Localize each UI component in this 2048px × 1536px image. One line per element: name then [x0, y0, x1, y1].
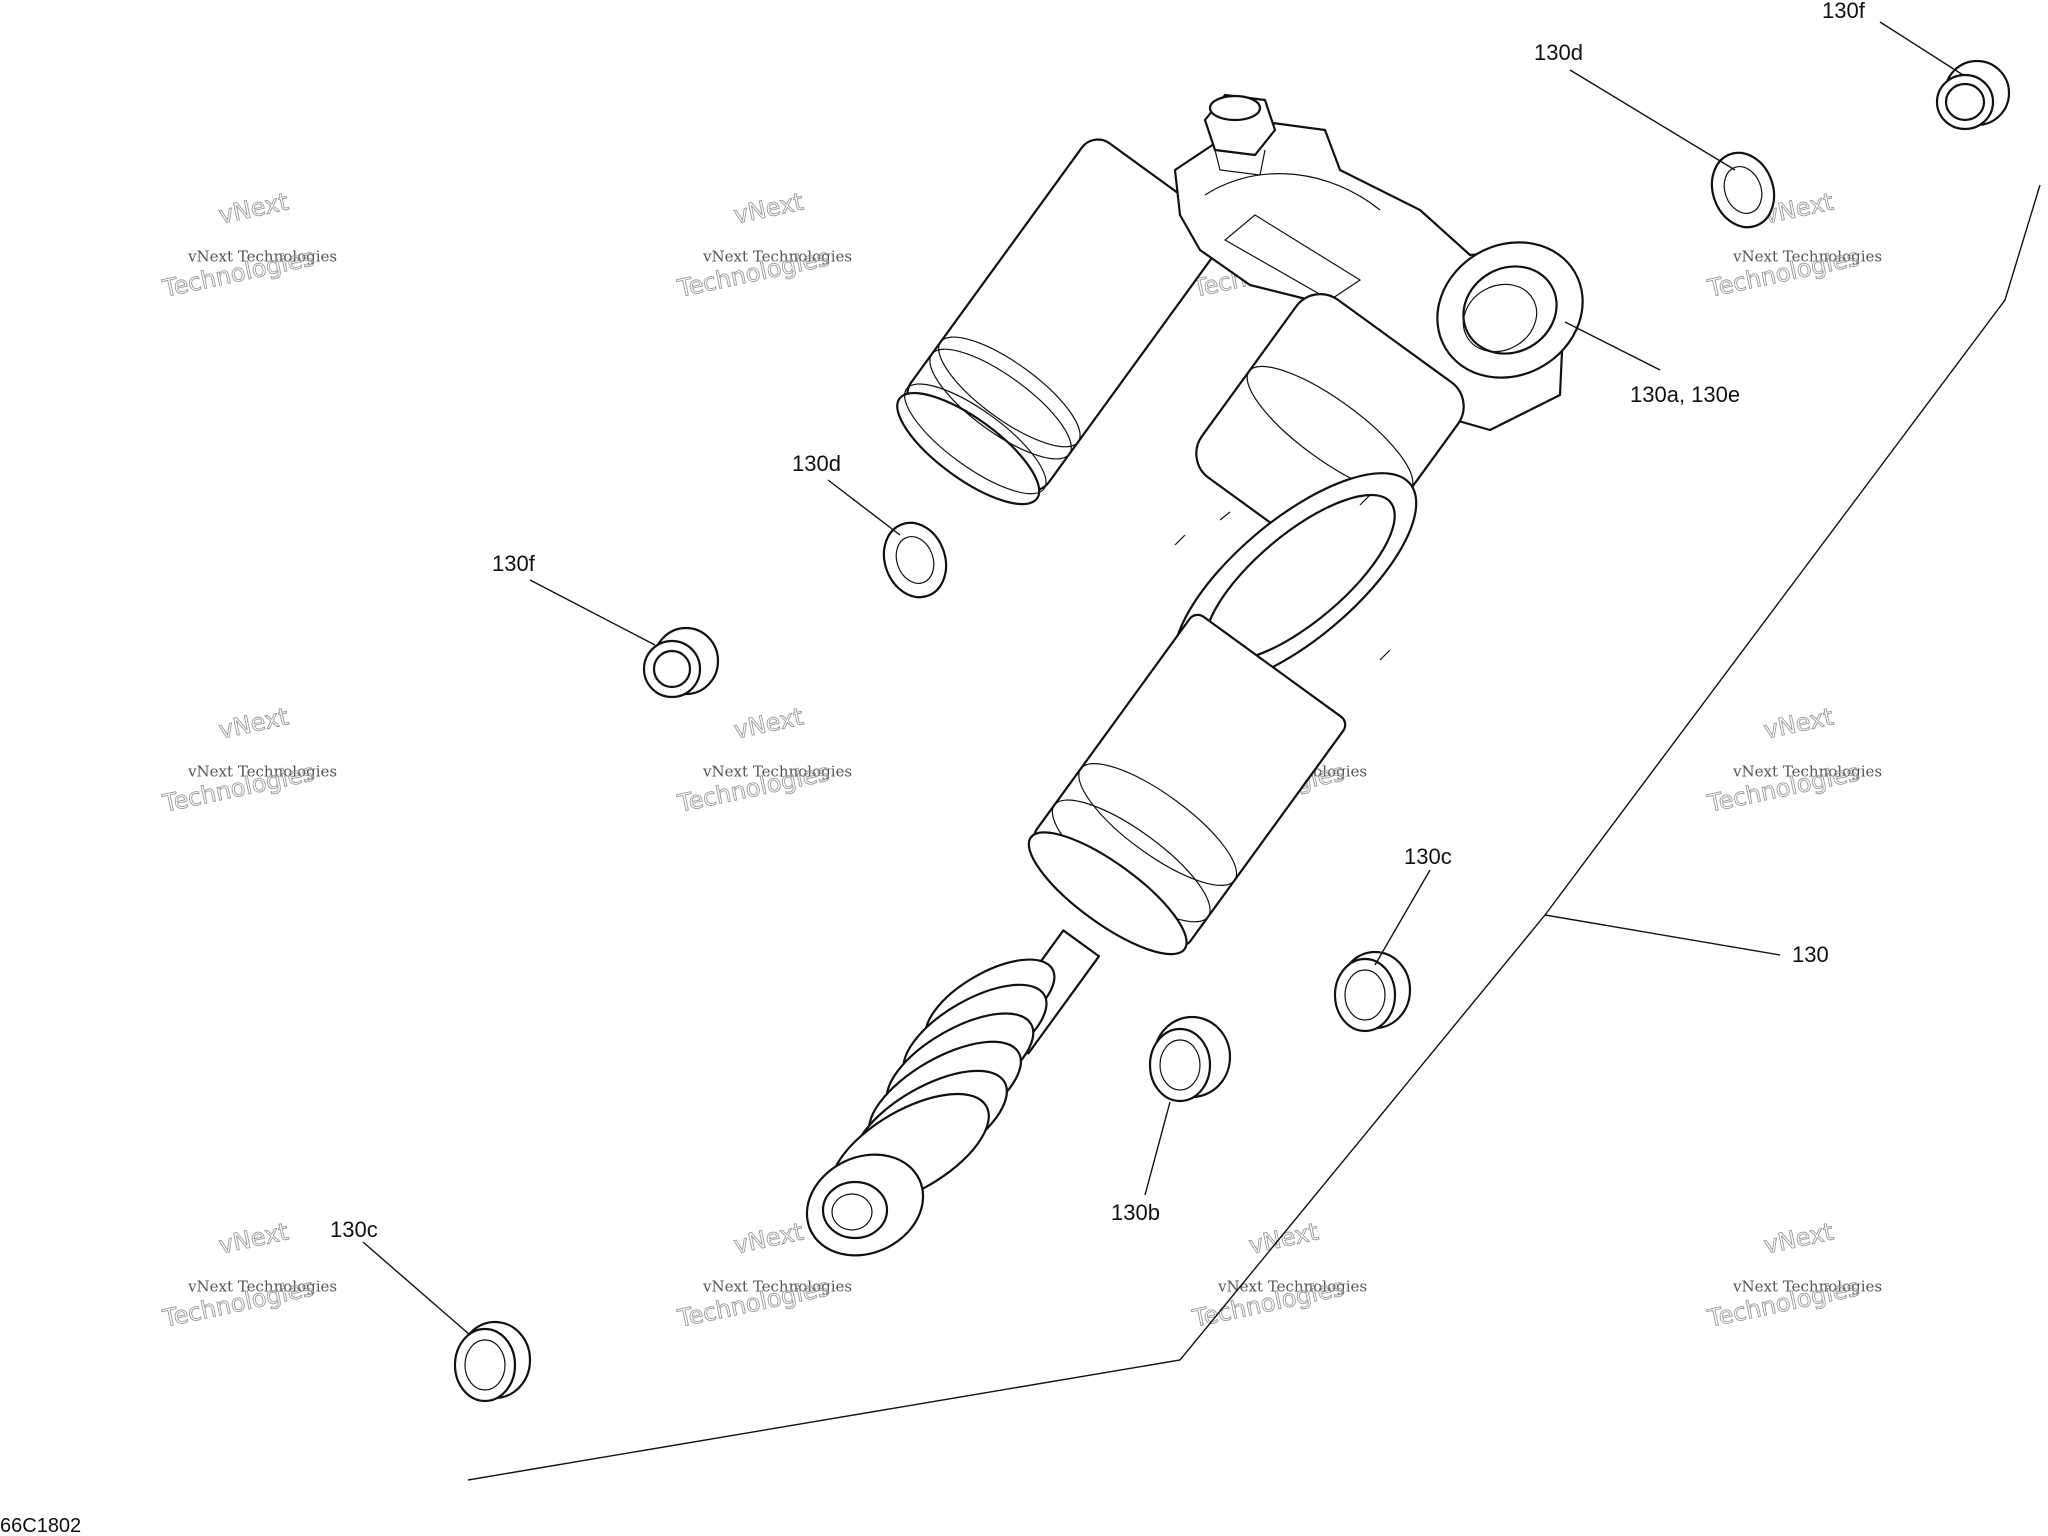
callout-130d-mid: 130d: [792, 451, 841, 476]
main-body: [1027, 613, 1347, 956]
watermark-line1: vNext: [216, 188, 290, 230]
watermark-line1: vNext: [216, 703, 290, 745]
lower-eye: [805, 1153, 925, 1257]
watermark-line1: vNext: [216, 1218, 290, 1260]
callout-130b: 130b: [1111, 1200, 1160, 1225]
spacer-130b: [1148, 1015, 1232, 1103]
bushing-130f-mid: [642, 626, 720, 699]
callout-130d-top: 130d: [1534, 40, 1583, 65]
washer-130d-mid: [882, 521, 948, 599]
reservoir-body: [896, 138, 1225, 506]
watermark-line2: vNext Technologies: [1217, 1277, 1367, 1295]
preload-ring: [1172, 472, 1418, 701]
watermark-line1: vNext: [1246, 1218, 1320, 1260]
watermark-line1: vNext: [731, 1218, 805, 1260]
bushing-130f-top: [1935, 59, 2011, 131]
shock-absorber: [805, 93, 1584, 1257]
watermark-line2: vNext Technologies: [702, 247, 852, 265]
watermark-line1: vNext: [731, 703, 805, 745]
watermark-line2: vNext Technologies: [187, 762, 337, 780]
watermark-line2: vNext Technologies: [1732, 247, 1882, 265]
adjuster-knob: [1203, 93, 1277, 176]
collar-130c-right: [1333, 950, 1412, 1033]
callout-130c-top: 130c: [1404, 844, 1452, 869]
callout-labels: 130f 130d 130a, 130e 130d 130f 130c 130 …: [330, 0, 1866, 1242]
washer-130d-top: [1710, 151, 1776, 229]
callout-130f-mid: 130f: [492, 551, 536, 576]
watermark-line2: vNext Technologies: [187, 247, 337, 265]
watermark-line1: vNext: [1761, 703, 1835, 745]
watermark-line2: vNext Technologies: [702, 762, 852, 780]
watermark-line1: vNext: [731, 188, 805, 230]
watermark-line1: vNext: [1761, 1218, 1835, 1260]
upper-eye: [1436, 241, 1584, 379]
leader-lines: [362, 21, 1964, 1336]
collar-130c-bottom: [453, 1320, 532, 1403]
watermark-line2: vNext Technologies: [1732, 1277, 1882, 1295]
callout-130c-bottom: 130c: [330, 1217, 378, 1242]
callout-130f-top: 130f: [1822, 0, 1866, 23]
callout-130: 130: [1792, 942, 1829, 967]
figure-code: 66C1802: [0, 1515, 81, 1536]
watermark-line2: vNext Technologies: [702, 1277, 852, 1295]
watermark-line2: vNext Technologies: [187, 1277, 337, 1295]
watermark-line2: vNext Technologies: [1732, 762, 1882, 780]
callout-130a-130e: 130a, 130e: [1630, 382, 1740, 407]
